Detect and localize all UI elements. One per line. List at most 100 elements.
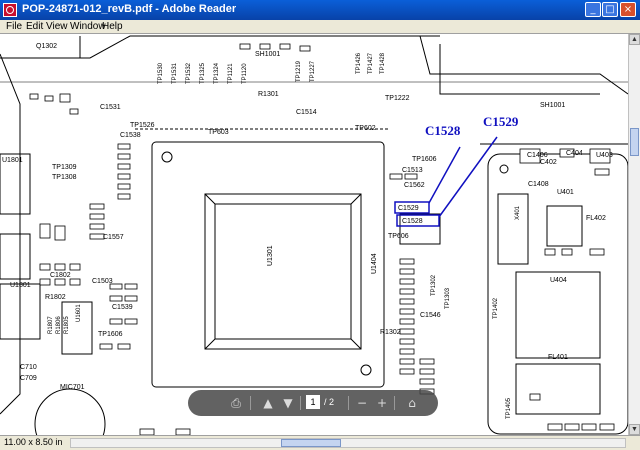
label-v-10: TP1427	[368, 52, 374, 74]
label-h-1: SH1001	[255, 51, 280, 58]
window-title: POP-24871-012_revB.pdf - Adobe Reader	[22, 3, 237, 15]
current-page-input[interactable]: 1	[306, 395, 320, 409]
menu-view[interactable]: View	[46, 21, 68, 32]
label-h-19: TP1606	[412, 156, 437, 163]
toolbar-separator	[300, 396, 301, 410]
zoom-in-icon[interactable]: +	[376, 396, 388, 410]
annotation-c1529: C1529	[483, 114, 519, 129]
chip-fl401: FL401	[548, 354, 568, 361]
chip-u1801: U1801	[2, 157, 23, 164]
vertical-scroll-thumb[interactable]	[630, 128, 639, 156]
chip-u401: U401	[557, 189, 574, 196]
document-view[interactable]: C1528 C1529 C1529 C1528 U1301 U1404 U180…	[0, 34, 628, 435]
label-h-31: TP606	[388, 233, 409, 240]
scroll-up-icon[interactable]: ▲	[629, 34, 640, 45]
label-h-29: C710	[20, 364, 37, 371]
label-h-9: C1514	[296, 109, 317, 116]
label-v-7: TP1219	[296, 60, 302, 82]
label-h-5: C1538	[120, 132, 141, 139]
horizontal-scrollbar[interactable]	[70, 438, 626, 448]
minimize-button[interactable]: _	[585, 2, 601, 17]
menu-bar: File Edit View Window Help	[0, 20, 640, 34]
label-h-23: C1408	[528, 181, 549, 188]
adobe-reader-icon	[3, 3, 17, 17]
chip-u1601: U1601	[76, 304, 82, 322]
label-h-32: SH1001	[540, 102, 565, 109]
next-page-icon[interactable]: ▼	[283, 396, 293, 410]
label-h-13: C1562	[404, 182, 425, 189]
home-icon[interactable]: ⌂	[408, 396, 416, 410]
label-v-0: TP1530	[158, 62, 164, 84]
label-h-0: Q1302	[36, 43, 57, 50]
menu-window[interactable]: Window	[70, 21, 106, 32]
label-v-17: R1806	[56, 316, 62, 334]
previous-page-icon[interactable]: ▲	[263, 396, 273, 410]
total-pages: / 2	[324, 397, 335, 407]
label-h-27: U403	[596, 152, 613, 159]
title-bar: POP-24871-012_revB.pdf - Adobe Reader _ …	[0, 0, 640, 20]
label-h-3: TP1308	[52, 174, 77, 181]
label-v-1: TP1531	[172, 62, 178, 84]
label-h-26: C402	[540, 159, 557, 166]
label-v-3: TP1325	[200, 62, 206, 84]
chip-mic701: MIC701	[60, 384, 85, 391]
page-size-readout: 11.00 x 8.50 in	[4, 437, 63, 447]
label-h-15: C1503	[92, 278, 113, 285]
toolbar-separator	[348, 396, 349, 410]
chip-u1301: U1301	[267, 245, 274, 266]
label-h-25: C404	[566, 150, 583, 157]
label-h-4: C1531	[100, 104, 121, 111]
horizontal-scroll-thumb[interactable]	[281, 439, 341, 447]
label-v-11: TP1428	[380, 52, 386, 74]
label-h-6: TP1526	[130, 122, 155, 129]
label-v-2: TP1532	[186, 62, 192, 84]
label-v-12: TP1302	[431, 274, 437, 296]
label-v-8: TP1227	[310, 60, 316, 82]
label-h-18: C1539	[112, 304, 133, 311]
menu-edit[interactable]: Edit	[26, 21, 44, 32]
menu-file[interactable]: File	[6, 21, 23, 32]
label-v-15: TP1405	[506, 397, 512, 419]
chip-u404: U404	[550, 277, 567, 284]
annotation-c1528: C1528	[425, 123, 461, 138]
toolbar-separator	[250, 396, 251, 410]
close-button[interactable]: ×	[620, 2, 636, 17]
label-v-13: TP1303	[445, 287, 451, 309]
label-h-20: TP1606	[98, 331, 123, 338]
label-h-17: C1802	[50, 272, 71, 279]
label-v-9: TP1426	[356, 52, 362, 74]
label-v-6: TP1120	[242, 63, 248, 84]
label-h-8: R1301	[258, 91, 279, 98]
label-h-24: C1406	[527, 152, 548, 159]
chip-u1801-b: U1801	[10, 282, 31, 289]
zoom-out-icon[interactable]: −	[356, 396, 368, 410]
label-h-16: R1802	[45, 294, 66, 301]
vertical-scrollbar[interactable]: ▲ ▼	[628, 34, 640, 435]
label-c1528: C1528	[402, 218, 423, 225]
label-v-4: TP1324	[214, 62, 220, 84]
label-h-7: TP603	[208, 129, 229, 136]
label-h-12: C1513	[402, 167, 423, 174]
toolbar-separator	[394, 396, 395, 410]
scroll-down-icon[interactable]: ▼	[629, 424, 640, 435]
print-icon[interactable]: ⎙	[231, 396, 241, 410]
label-h-14: C1557	[103, 234, 124, 241]
label-h-28: FL402	[586, 215, 606, 222]
menu-help[interactable]: Help	[102, 21, 123, 32]
label-h-2: TP1309	[52, 164, 77, 171]
label-v-18: R1805	[64, 316, 70, 334]
label-v-14: TP1402	[493, 297, 499, 319]
label-v-5: TP1121	[228, 63, 234, 84]
status-bar: 11.00 x 8.50 in	[0, 435, 640, 450]
label-h-10: TP602	[355, 125, 376, 132]
label-h-30: C709	[20, 375, 37, 382]
label-h-22: R1302	[380, 329, 401, 336]
floating-toolbar: ⎙ ▲ ▼ 1 / 2 − + ⌂	[188, 390, 438, 416]
label-h-11: TP1222	[385, 95, 410, 102]
chip-x401: X401	[515, 205, 521, 220]
schematic-drawing: C1528 C1529 C1529 C1528 U1301 U1404 U180…	[0, 35, 628, 435]
label-h-21: C1546	[420, 312, 441, 319]
maximize-button[interactable]: □	[602, 2, 618, 17]
chip-u1404: U1404	[371, 253, 378, 274]
label-v-16: R1807	[48, 316, 54, 334]
